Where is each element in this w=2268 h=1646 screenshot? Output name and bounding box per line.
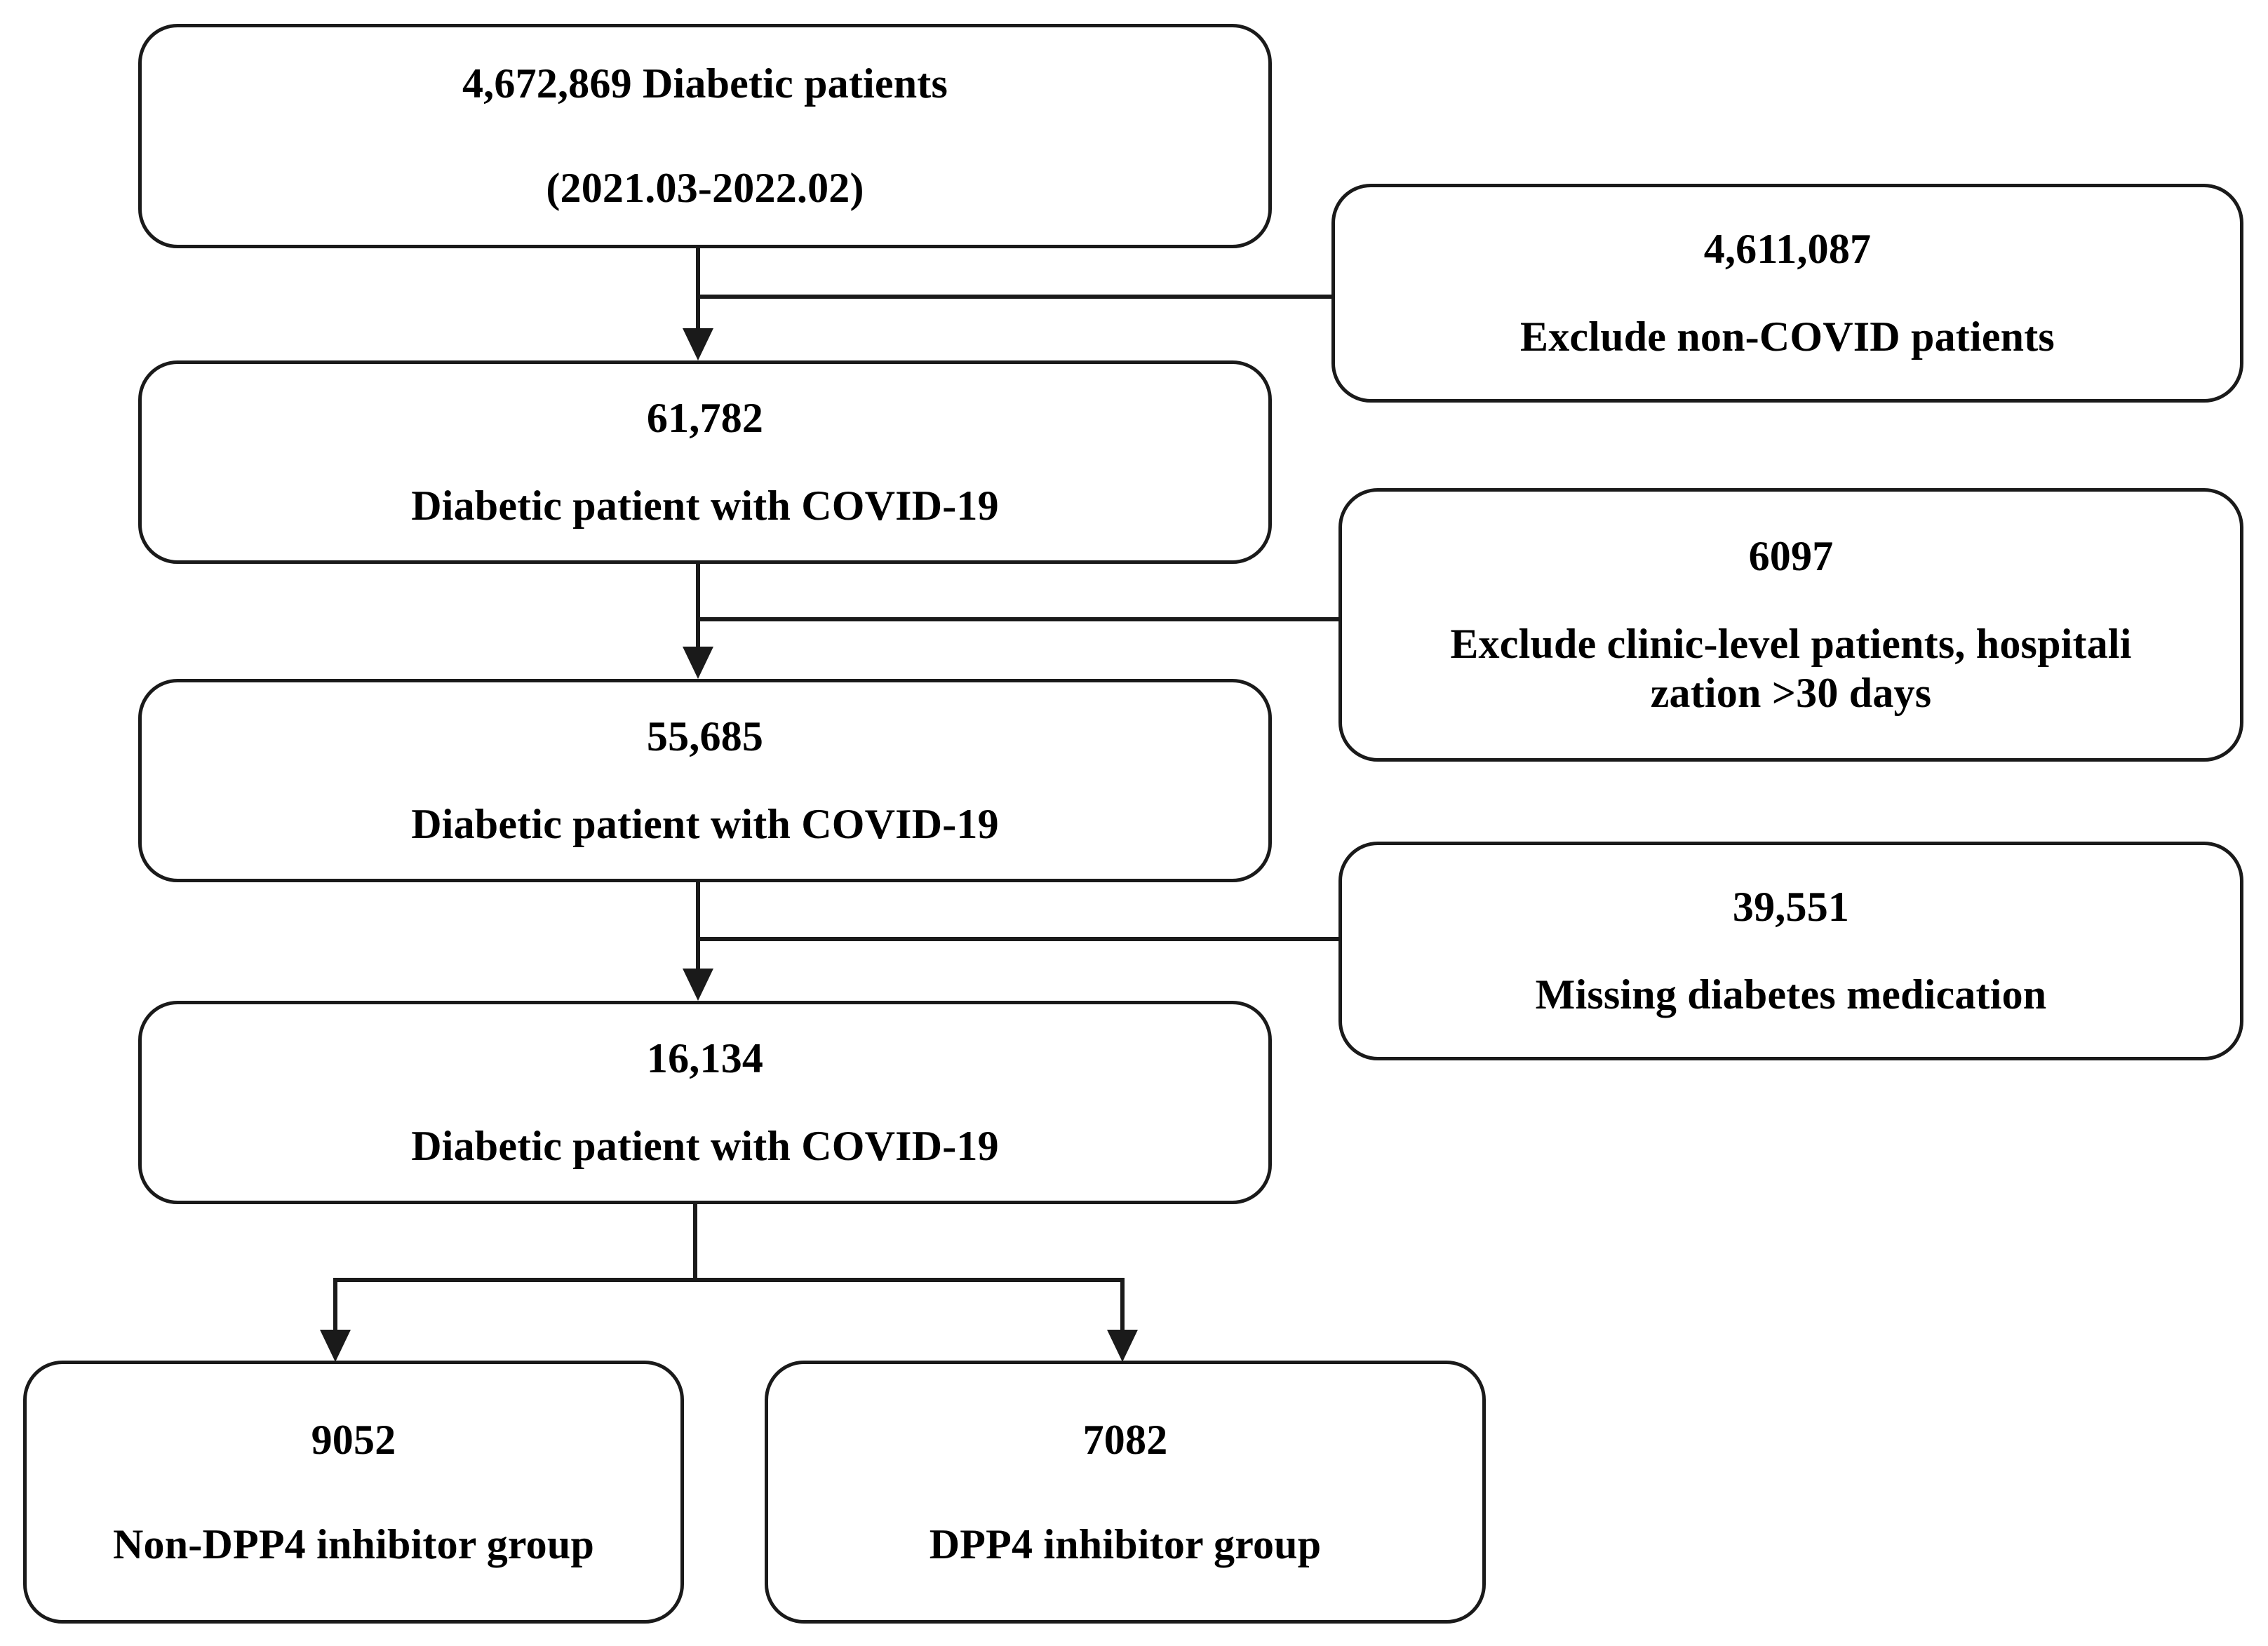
node-non-dpp4-group: 9052 Non-DPP4 inhibitor group xyxy=(23,1361,684,1624)
node-diabetic-covid-55685: 55,685 Diabetic patient with COVID-19 xyxy=(138,679,1272,882)
connector-branch-exclude-clinic-level xyxy=(696,617,1341,621)
node-count: 55,685 xyxy=(646,713,764,760)
arrowhead-to-61782 xyxy=(683,328,713,360)
node-count: 7082 xyxy=(1082,1416,1168,1463)
connector-branch-dpp4 xyxy=(1120,1278,1125,1334)
node-count: 16,134 xyxy=(646,1035,764,1082)
node-diabetic-covid-16134: 16,134 Diabetic patient with COVID-19 xyxy=(138,1001,1272,1204)
node-count: 4,611,087 xyxy=(1703,226,1872,273)
node-label: Non-DPP4 inhibitor group xyxy=(112,1520,595,1567)
node-total-diabetic-patients: 4,672,869 Diabetic patients (2021.03-202… xyxy=(138,24,1272,248)
node-label: (2021.03-2022.02) xyxy=(546,165,864,211)
node-exclude-clinic-level: 6097 Exclude clinic-level patients, hosp… xyxy=(1338,488,2243,762)
node-count: 9052 xyxy=(311,1416,396,1463)
connector-branch-non-dpp4 xyxy=(333,1278,337,1334)
connector-trunk-1 xyxy=(696,247,700,330)
arrowhead-to-dpp4 xyxy=(1107,1330,1138,1362)
node-count: 39,551 xyxy=(1732,884,1850,931)
node-label: DPP4 inhibitor group xyxy=(929,1520,1322,1567)
node-exclude-non-covid: 4,611,087 Exclude non-COVID patients xyxy=(1331,184,2243,403)
node-label: Exclude non-COVID patients xyxy=(1520,313,2055,360)
node-label: Diabetic patient with COVID-19 xyxy=(411,1123,999,1169)
connector-split-bar xyxy=(333,1278,1125,1282)
node-count: 6097 xyxy=(1748,532,1834,579)
node-count: 61,782 xyxy=(646,395,764,442)
connector-branch-exclude-non-covid xyxy=(696,295,1334,299)
connector-trunk-3 xyxy=(696,881,700,969)
node-label: Missing diabetes medication xyxy=(1535,971,2047,1018)
node-diabetic-covid-61782: 61,782 Diabetic patient with COVID-19 xyxy=(138,360,1272,564)
arrowhead-to-non-dpp4 xyxy=(320,1330,351,1362)
node-label: Diabetic patient with COVID-19 xyxy=(411,801,999,847)
arrowhead-to-55685 xyxy=(683,647,713,679)
node-count: 4,672,869 Diabetic patients xyxy=(462,60,948,107)
connector-trunk-split xyxy=(693,1204,697,1281)
node-label: Diabetic patient with COVID-19 xyxy=(411,483,999,529)
arrowhead-to-16134 xyxy=(683,969,713,1001)
connector-branch-exclude-missing-medication xyxy=(696,937,1341,941)
node-label: Exclude clinic-level patients, hospitali xyxy=(1450,620,2132,667)
node-label-line2: zation >30 days xyxy=(1650,670,1932,717)
connector-trunk-2 xyxy=(696,562,700,648)
node-exclude-missing-medication: 39,551 Missing diabetes medication xyxy=(1338,842,2243,1060)
node-dpp4-group: 7082 DPP4 inhibitor group xyxy=(765,1361,1486,1624)
